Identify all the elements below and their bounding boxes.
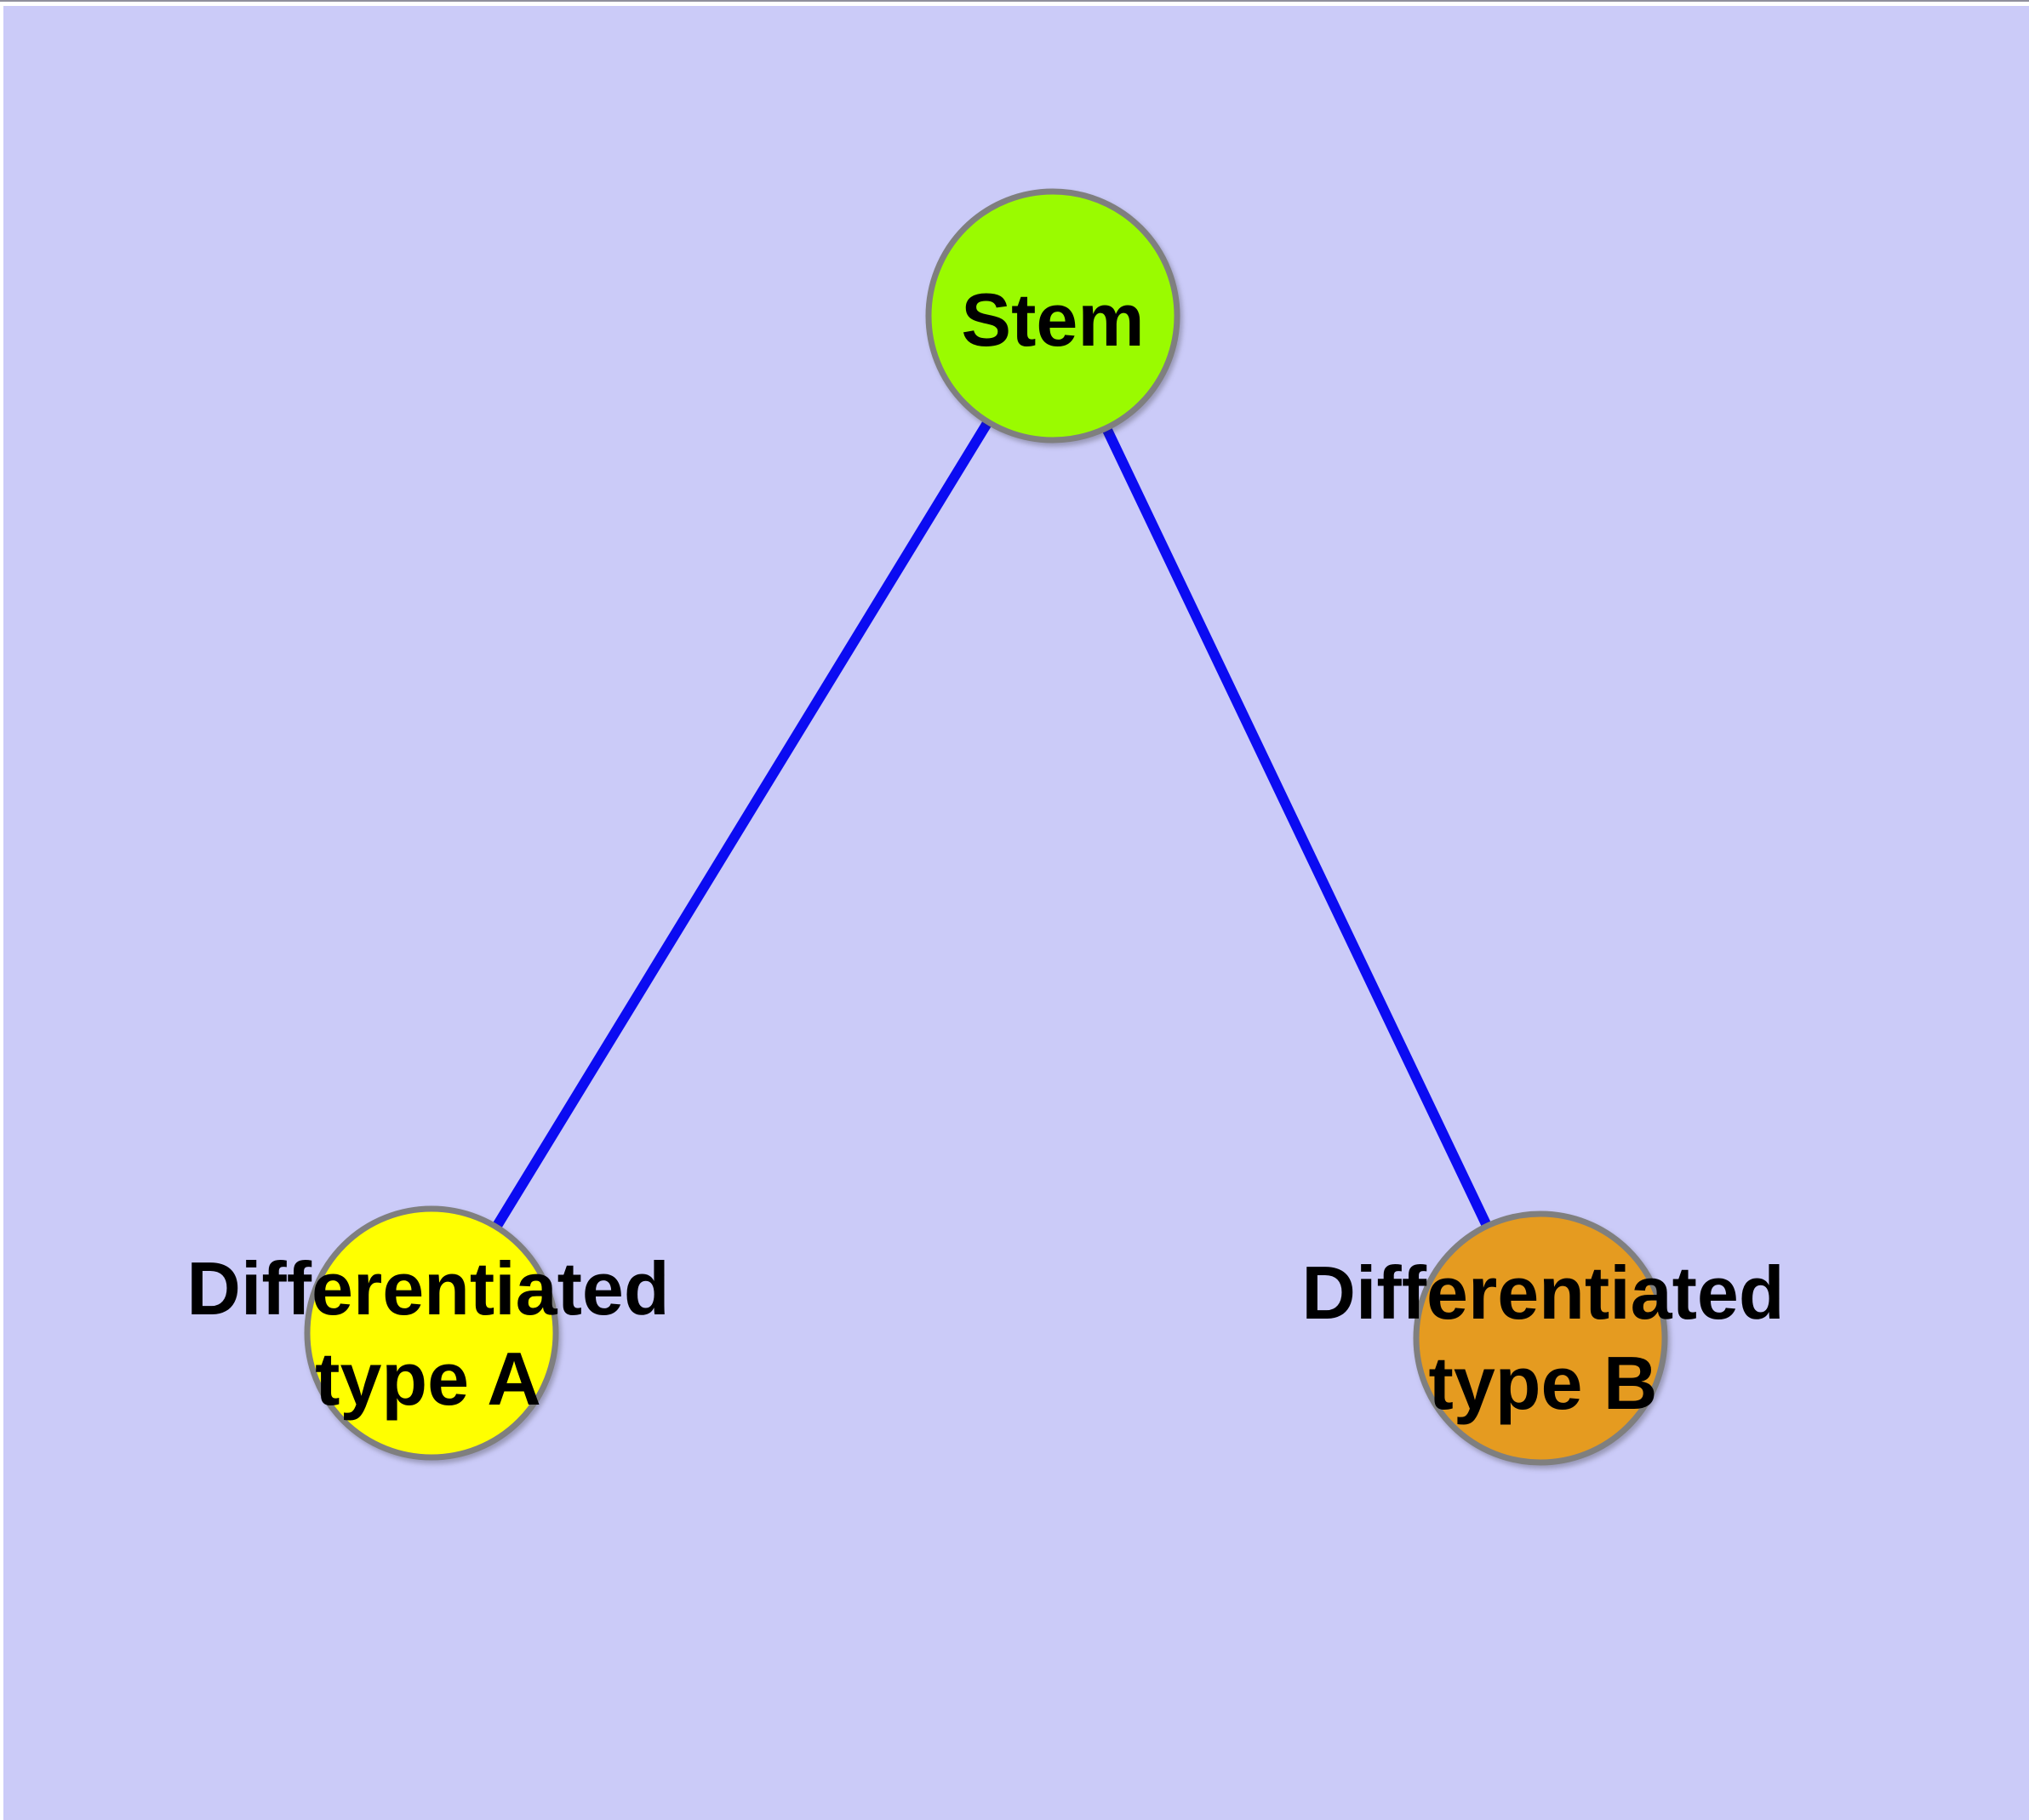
- label-line: type B: [1428, 1341, 1658, 1425]
- node-stem-circle: [925, 188, 1180, 444]
- node-stem-label: Stem: [961, 275, 1144, 365]
- node-type-b-label: Differentiated type B: [1301, 1248, 1784, 1428]
- node-type-b-circle: [1413, 1210, 1668, 1466]
- window-top-edge: [0, 0, 2029, 2]
- node-type-a-circle: [304, 1205, 559, 1461]
- edge-stem-to-type-a: [426, 312, 1058, 1336]
- edge-stem-to-type-b: [1048, 313, 1546, 1341]
- label-line: Differentiated: [186, 1246, 670, 1331]
- label-line: Differentiated: [1301, 1251, 1785, 1335]
- node-type-a-label: Differentiated type A: [186, 1244, 669, 1424]
- label-line: Stem: [961, 278, 1145, 362]
- label-line: type A: [315, 1336, 541, 1421]
